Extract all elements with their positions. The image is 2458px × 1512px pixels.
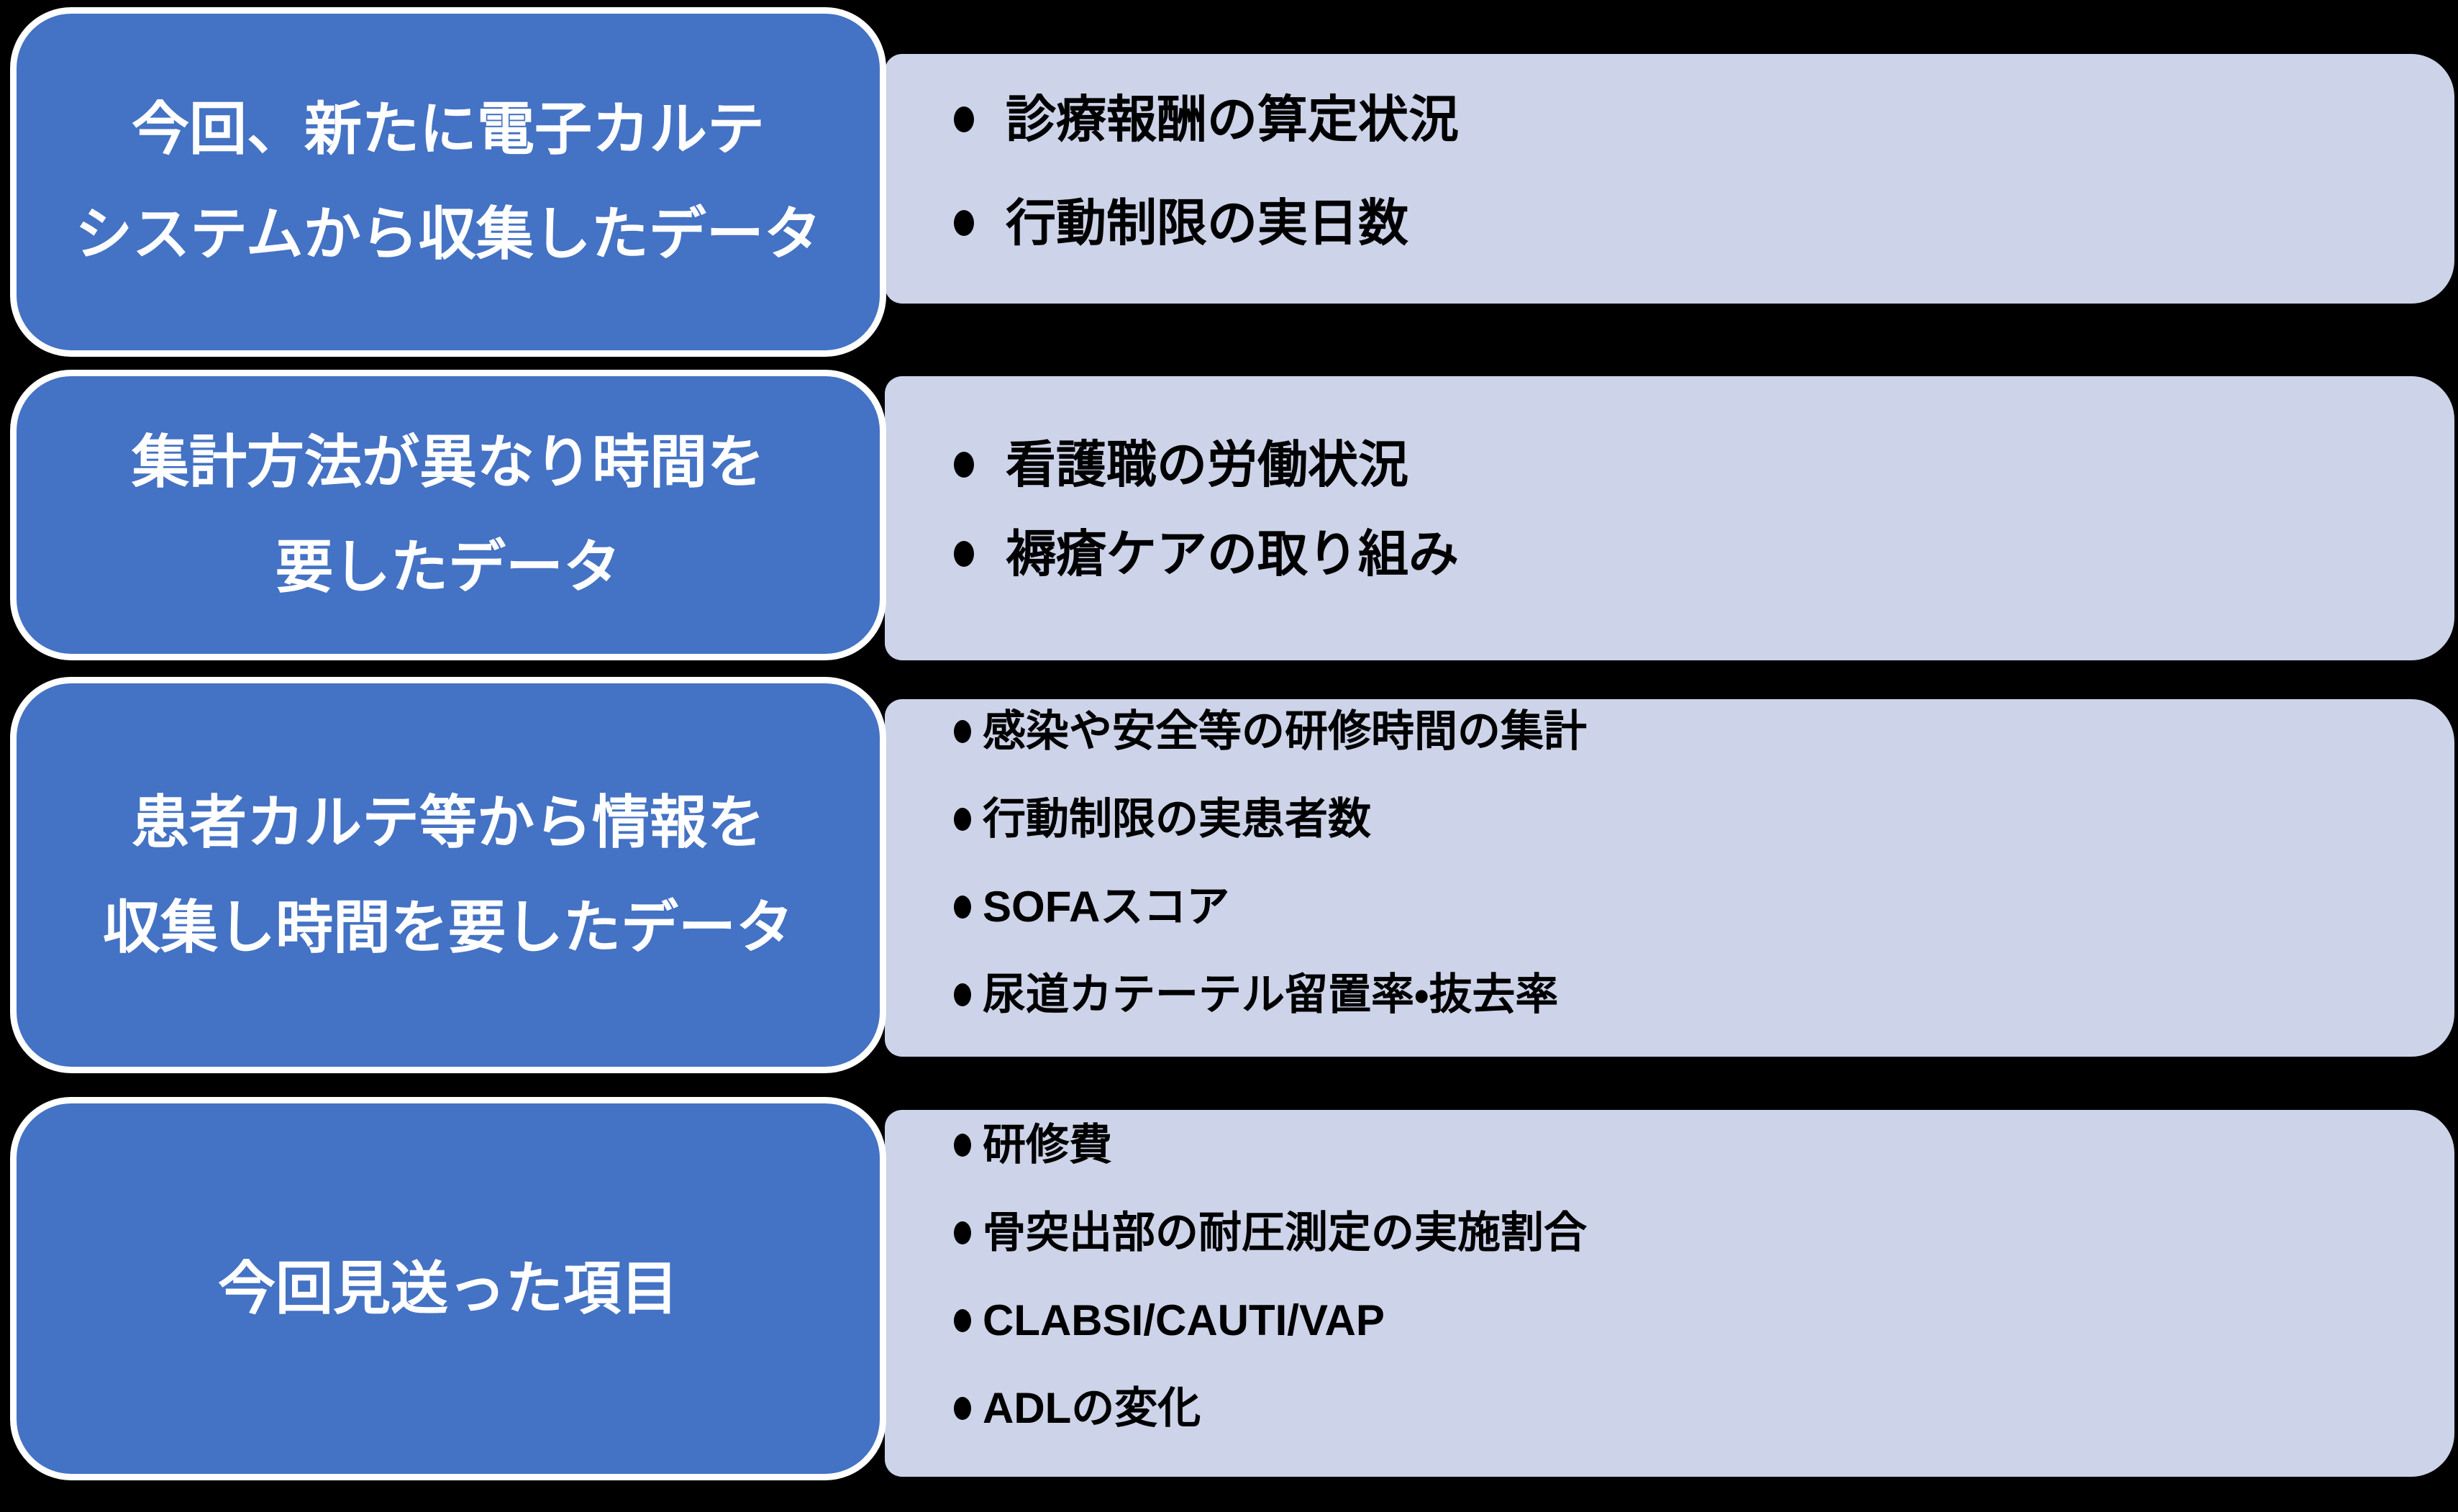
category-title-line: 集計方法が異なり時間を [132,430,765,494]
bullet-item: 尿道カテーテル留置率・抜去率 [954,968,2426,1021]
bullet-icon [954,1134,971,1157]
category-title-line: 今回、新たに電子カルテ [132,97,765,161]
bullet-panel: 診療報酬の算定状況 行動制限の実日数 [885,54,2454,304]
bullet-label: 診療報酬の算定状況 [1006,91,1459,147]
bullet-icon [954,541,974,567]
category-title-line: 要したデータ [276,535,621,599]
bullet-panel: 看護職の労働状況 褥瘡ケアの取り組み [885,376,2454,660]
bullet-icon [954,720,971,743]
category-box: 集計方法が異なり時間を 要したデータ [10,370,886,660]
bullet-item: 研修費 [954,1119,2426,1172]
bullet-icon [954,210,974,236]
bullet-icon [954,1397,971,1420]
bullet-panel: 研修費 骨突出部の耐圧測定の実施割合 CLABSI/CAUTI/VAP ADLの… [885,1110,2454,1477]
bullet-icon [954,1221,971,1244]
bullet-label: 尿道カテーテル留置率・抜去率 [983,970,1559,1019]
category-box: 患者カルテ等から情報を 収集し時間を要したデータ [10,677,886,1073]
bullet-item: CLABSI/CAUTI/VAP [954,1294,2426,1347]
bullet-icon [954,1309,971,1332]
bullet-item: SOFAスコア [954,880,2426,934]
bullet-label: 行動制限の実患者数 [983,795,1371,843]
bullet-label: 行動制限の実日数 [1006,195,1408,251]
category-title-line: 患者カルテ等から情報を [132,790,765,855]
bullet-item: ADLの変化 [954,1382,2426,1435]
bullet-label: 研修費 [983,1121,1112,1169]
bullet-panel: 感染や安全等の研修時間の集計 行動制限の実患者数 SOFAスコア 尿道カテーテル… [885,699,2454,1057]
bullet-label: CLABSI/CAUTI/VAP [983,1296,1385,1344]
bullet-label: ADLの変化 [983,1384,1201,1432]
bullet-icon [954,896,971,919]
bullet-item: 骨突出部の耐圧測定の実施割合 [954,1206,2426,1260]
category-box: 今回見送った項目 [10,1097,886,1480]
bullet-label: 骨突出部の耐圧測定の実施割合 [983,1208,1587,1257]
bullet-label: 感染や安全等の研修時間の集計 [983,707,1587,755]
category-title-line: 今回見送った項目 [218,1256,678,1321]
bullet-item: 行動制限の実患者数 [954,793,2426,846]
bullet-label: 褥瘡ケアの取り組み [1006,526,1459,582]
bullet-icon [954,808,971,831]
bullet-icon [954,452,974,478]
category-title-line: システムから収集したデータ [75,202,821,266]
category-box: 今回、新たに電子カルテ システムから収集したデータ [10,7,886,357]
bullet-item: 看護職の労働状況 [954,434,2426,496]
bullet-item: 感染や安全等の研修時間の集計 [954,705,2426,758]
bullet-label: 看護職の労働状況 [1006,437,1408,493]
bullet-label: SOFAスコア [983,883,1230,931]
category-title-line: 収集し時間を要したデータ [103,895,793,960]
bullet-icon [954,106,974,132]
bullet-item: 行動制限の実日数 [954,192,2426,254]
bullet-icon [954,983,971,1006]
bullet-item: 褥瘡ケアの取り組み [954,523,2426,585]
bullet-item: 診療報酬の算定状況 [954,88,2426,150]
